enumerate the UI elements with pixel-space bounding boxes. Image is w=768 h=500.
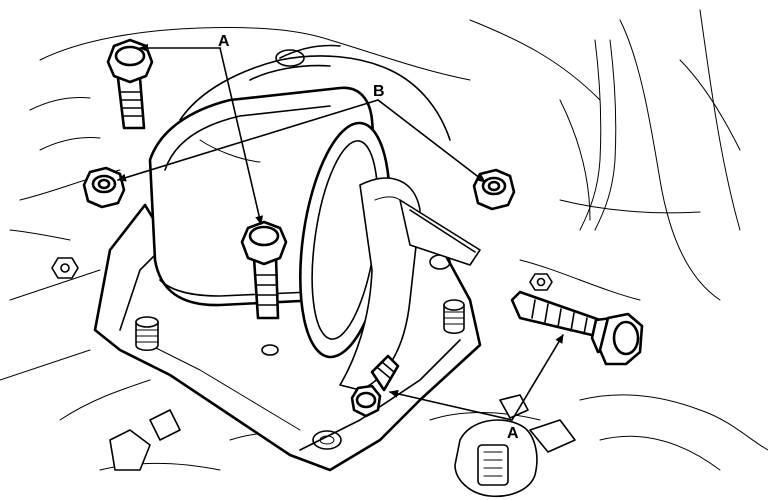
mount-bolt-center	[240, 220, 288, 320]
mount-bolt-upper-left	[106, 38, 154, 130]
stud-left	[135, 316, 159, 352]
leader-a-bottom	[389, 334, 564, 421]
mount-nut-right	[472, 168, 516, 211]
leader-b	[117, 99, 486, 183]
background-nut-left	[51, 257, 79, 279]
mount-nut-left	[82, 166, 126, 209]
through-bolt-long	[510, 290, 644, 366]
background-nut-right	[529, 273, 553, 291]
mount-bushing	[298, 121, 421, 391]
callout-a-bottom: A	[507, 425, 519, 442]
callout-a-top: A	[218, 33, 230, 50]
leader-a-top	[139, 44, 264, 225]
stud-right	[443, 299, 465, 335]
side-stay-bracket	[399, 199, 481, 266]
sensor-connector	[109, 394, 576, 498]
callout-b-top: B	[373, 83, 385, 100]
bracket-bolt-small	[350, 354, 400, 418]
